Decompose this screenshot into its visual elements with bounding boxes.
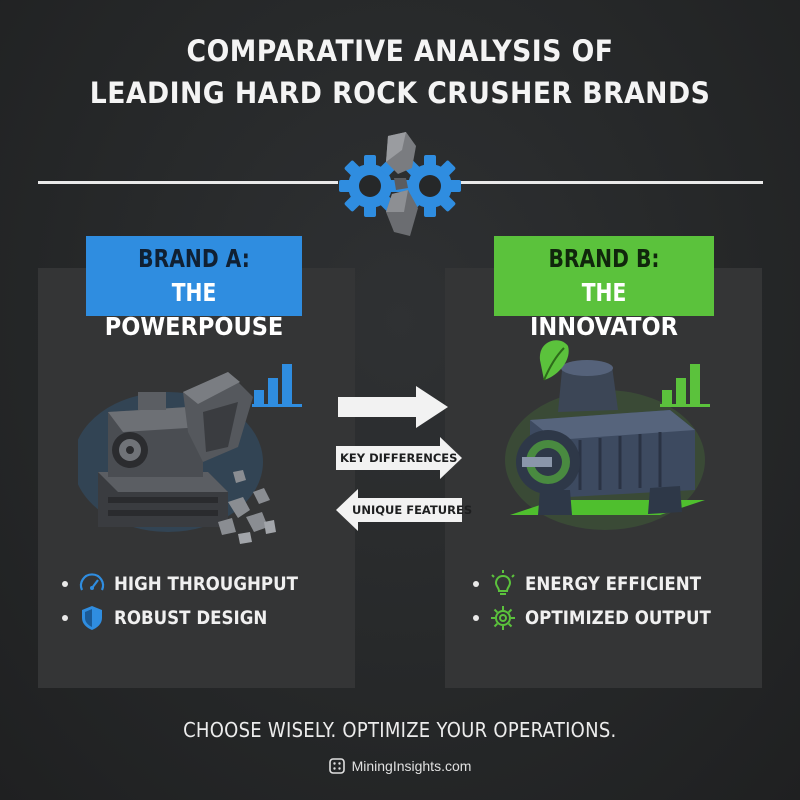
brand-b-badge-name: INNOVATOR [530, 312, 678, 341]
unique-features-label: UNIQUE FEATURES [352, 503, 473, 517]
bullet [62, 581, 68, 587]
arrow-right-icon [338, 386, 448, 428]
list-item: OPTIMIZED OUTPUT [473, 601, 732, 635]
gear-icon [491, 606, 515, 630]
arrow-left-icon [336, 489, 462, 531]
divider-left [38, 181, 338, 184]
feature-label: ROBUST DESIGN [114, 607, 268, 629]
shield-icon [82, 606, 102, 630]
jaw-crusher-icon [78, 372, 276, 544]
page-title: COMPARATIVE ANALYSIS OF LEADING HARD ROC… [32, 30, 768, 114]
speedometer-icon [79, 573, 105, 591]
gears-rock-icon [339, 132, 461, 236]
brand-a-badge: BRAND A: THE POWERPOUSE [86, 236, 302, 341]
bar-chart-icon [660, 364, 710, 407]
list-item: ROBUST DESIGN [62, 601, 318, 635]
brand-a-badge-prefix: BRAND A: [138, 244, 250, 273]
brand-a-badge-name: POWERPOUSE [104, 312, 284, 341]
brand-b-features: ENERGY EFFICIENT OPTIMIZED OUTPUT [473, 567, 732, 635]
tagline-text: CHOOSE WISELY. OPTIMIZE YOUR OPERATIONS. [183, 718, 617, 742]
footer-site: MiningInsights.com [0, 758, 800, 774]
brand-a-badge-suffix: THE [171, 278, 217, 307]
feature-label: HIGH THROUGHPUT [114, 573, 299, 595]
title-line-1: COMPARATIVE ANALYSIS OF [186, 34, 614, 68]
brand-b-badge: BRAND B: THE INNOVATOR [494, 236, 714, 341]
bullet [473, 615, 479, 621]
tagline: CHOOSE WISELY. OPTIMIZE YOUR OPERATIONS. [0, 718, 800, 742]
brand-a-features: HIGH THROUGHPUT ROBUST DESIGN [62, 567, 318, 635]
bullet [62, 615, 68, 621]
list-item: HIGH THROUGHPUT [62, 567, 318, 601]
bullet [473, 581, 479, 587]
site-logo-icon [328, 758, 345, 774]
lightbulb-icon [491, 570, 515, 595]
feature-label: OPTIMIZED OUTPUT [525, 607, 711, 629]
arrow-right-icon [336, 437, 462, 479]
brand-b-badge-suffix: THE [581, 278, 627, 307]
bar-chart-icon [252, 364, 302, 407]
divider-right [460, 181, 763, 184]
eco-motor-icon [505, 340, 705, 530]
brand-b-badge-prefix: BRAND B: [548, 244, 660, 273]
key-differences-label: KEY DIFFERENCES [340, 451, 458, 465]
feature-label: ENERGY EFFICIENT [525, 573, 702, 595]
list-item: ENERGY EFFICIENT [473, 567, 732, 601]
site-name: MiningInsights.com [351, 758, 472, 774]
title-line-2: LEADING HARD ROCK CRUSHER BRANDS [89, 76, 711, 110]
